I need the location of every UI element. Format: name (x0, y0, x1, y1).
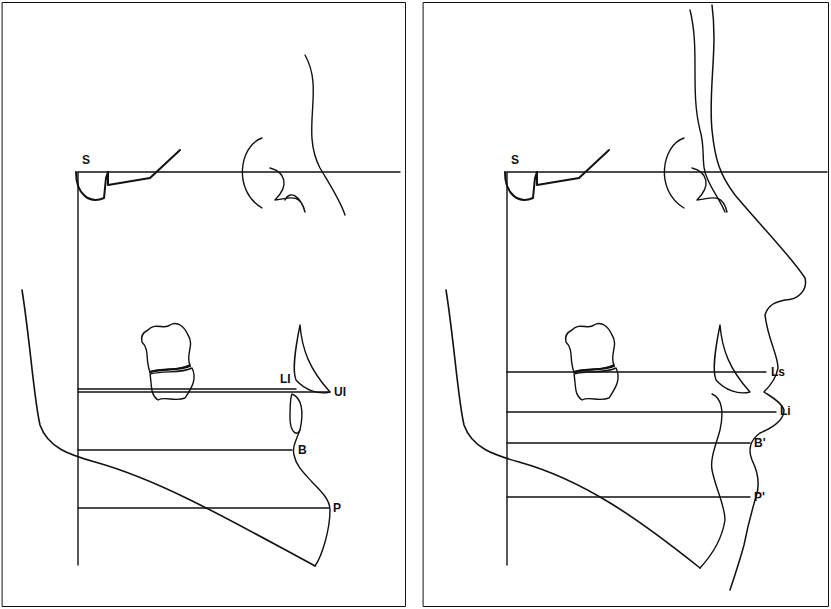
landmark-label: B (298, 444, 307, 456)
hard-tissue-tracing (22, 55, 400, 566)
landmark-label: S (511, 154, 519, 166)
landmark-label: P' (754, 491, 765, 503)
landmark-label: B' (754, 437, 766, 449)
panel-frame (424, 3, 829, 607)
landmark-label: P (333, 502, 341, 514)
landmark-label: Ls (771, 366, 785, 378)
landmark-label: UI (334, 386, 346, 398)
landmark-label: Li (780, 405, 791, 417)
landmark-label: S (82, 154, 90, 166)
panel-frame (3, 3, 406, 607)
landmark-label: LI (280, 373, 291, 385)
soft-tissue-tracing (446, 5, 827, 590)
